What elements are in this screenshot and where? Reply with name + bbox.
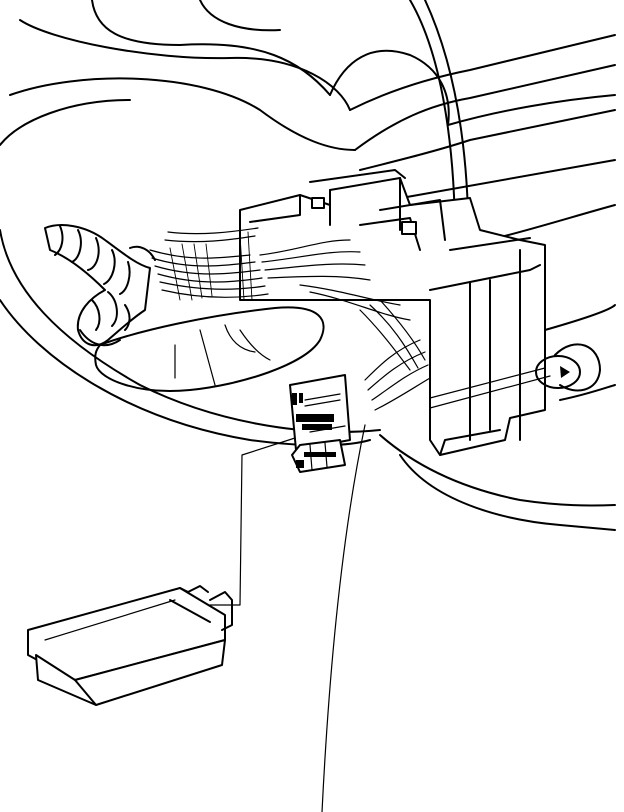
fuse-block xyxy=(239,169,546,456)
view-cutout-oval xyxy=(94,306,325,392)
lower-dash-outline xyxy=(379,304,616,531)
control-module xyxy=(27,585,233,706)
harness-conduit xyxy=(44,224,156,347)
connector-socket xyxy=(289,374,351,451)
leader-lines xyxy=(209,424,366,812)
wiring-harness xyxy=(149,227,431,411)
plug-connector xyxy=(291,439,346,473)
locator-ring xyxy=(429,355,581,409)
